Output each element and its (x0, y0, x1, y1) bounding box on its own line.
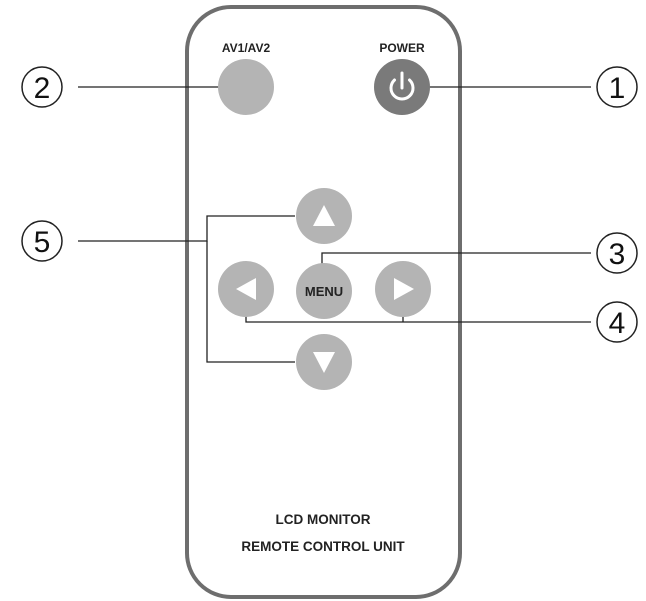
callout-2: 2 (21, 66, 63, 108)
left-button[interactable] (218, 261, 274, 317)
callout-5: 5 (21, 220, 63, 262)
arrow-down-icon (313, 352, 335, 373)
av-button-label: AV1/AV2 (222, 41, 271, 55)
leader-line-3 (321, 252, 591, 266)
leader-line-5b (206, 241, 295, 363)
callout-4: 4 (596, 301, 638, 343)
power-button-label: POWER (379, 41, 425, 55)
up-button[interactable] (296, 188, 352, 244)
menu-button[interactable]: MENU (296, 263, 352, 319)
callout-1-number: 1 (609, 72, 626, 105)
callout-3: 3 (596, 232, 638, 274)
leader-lines (78, 86, 591, 363)
right-button[interactable] (375, 261, 431, 317)
footer-line-1: LCD MONITOR (276, 512, 371, 527)
power-icon (389, 71, 415, 101)
callout-1: 1 (596, 66, 638, 108)
arrow-right-icon (394, 278, 414, 300)
arrow-left-icon (236, 278, 256, 300)
callout-5-number: 5 (34, 226, 51, 259)
arrow-up-icon (313, 205, 335, 226)
leader-line-4 (245, 315, 591, 323)
callout-4-number: 4 (609, 307, 626, 340)
callout-2-number: 2 (34, 72, 51, 105)
menu-button-label: MENU (305, 284, 343, 299)
leader-line-5 (78, 215, 295, 242)
power-button[interactable] (374, 59, 430, 115)
footer-line-2: REMOTE CONTROL UNIT (241, 539, 405, 554)
callout-3-number: 3 (609, 238, 626, 271)
down-button[interactable] (296, 334, 352, 390)
av-button[interactable] (218, 59, 274, 115)
